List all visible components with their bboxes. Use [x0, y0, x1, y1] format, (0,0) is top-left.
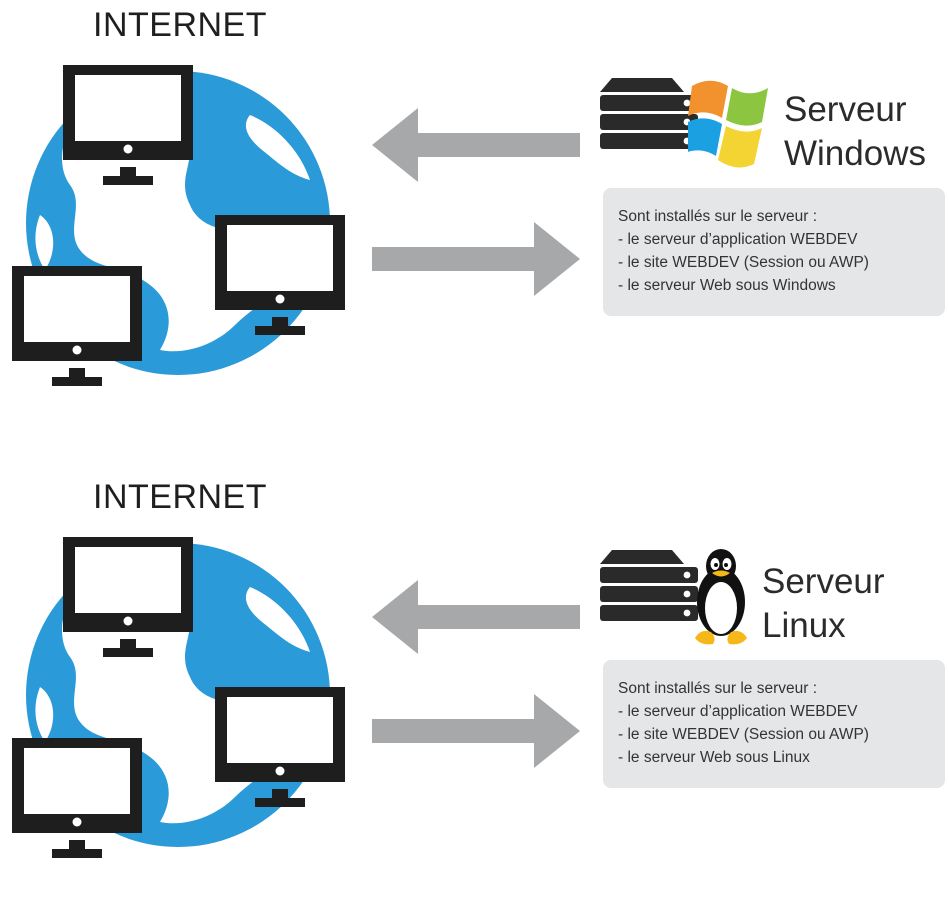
internet-label: INTERNET — [93, 6, 267, 44]
server-title-line1: Serveur — [784, 90, 907, 129]
info-item: - le serveur d’application WEBDEV — [618, 703, 858, 720]
arrow-left-icon — [372, 108, 580, 182]
info-box: Sont installés sur le serveur : - le ser… — [603, 660, 945, 788]
info-item: - le site WEBDEV (Session ou AWP) — [618, 726, 869, 743]
internet-globe-with-computers — [12, 65, 345, 386]
info-item: - le serveur d’application WEBDEV — [618, 231, 858, 248]
linux-server-section: INTERNET Serveur Linux — [0, 472, 949, 903]
arrow-right-icon — [372, 694, 580, 768]
arrow-left-icon — [372, 580, 580, 654]
info-heading: Sont installés sur le serveur : — [618, 680, 818, 697]
server-title: Serveur Windows — [784, 88, 926, 176]
server-title-line1: Serveur — [762, 562, 885, 601]
info-box: Sont installés sur le serveur : - le ser… — [603, 188, 945, 316]
arrow-right-icon — [372, 222, 580, 296]
server-title: Serveur Linux — [762, 560, 885, 648]
monitor-icon — [12, 266, 142, 386]
monitor-icon — [12, 738, 142, 858]
server-title-line2: Windows — [784, 134, 926, 173]
info-item: - le serveur Web sous Windows — [618, 277, 836, 294]
internet-globe-with-computers — [12, 537, 345, 858]
server-title-line2: Linux — [762, 606, 846, 645]
internet-label: INTERNET — [93, 478, 267, 516]
windows-server-section: INTERNET Serveur Windows Sont installés … — [0, 0, 949, 431]
info-heading: Sont installés sur le serveur : — [618, 208, 818, 225]
server-icon — [600, 550, 698, 621]
info-item: - le serveur Web sous Linux — [618, 749, 810, 766]
windows-logo-icon — [688, 80, 768, 168]
linux-tux-icon — [695, 549, 747, 645]
server-icon — [600, 78, 698, 149]
info-item: - le site WEBDEV (Session ou AWP) — [618, 254, 869, 271]
